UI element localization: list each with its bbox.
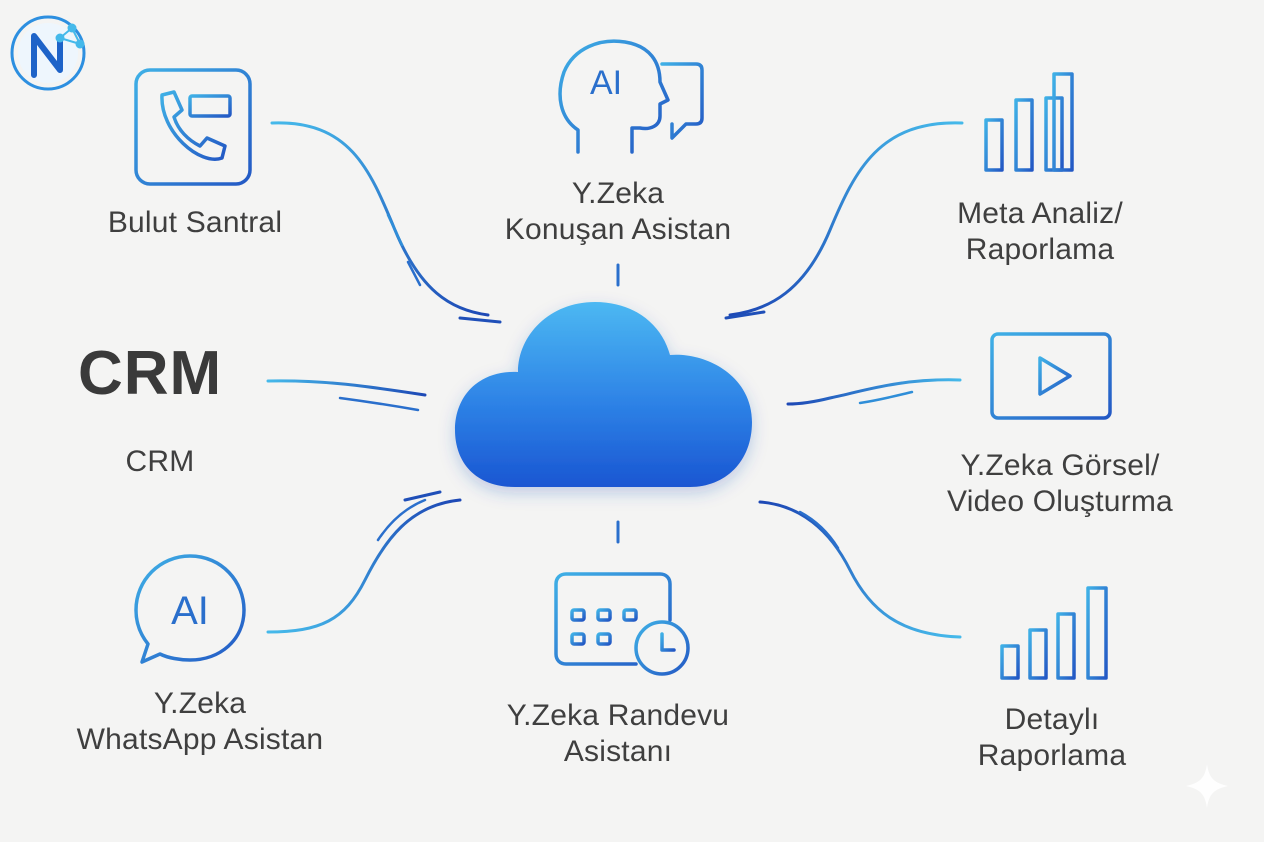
- label-line: Konuşan Asistan: [504, 213, 732, 246]
- whatsapp-asistan-icon-text: AI: [171, 589, 209, 633]
- label-line: Y.Zeka Randevu: [506, 699, 730, 732]
- connector-bulut-santral: [270, 121, 502, 324]
- label-line: Video Oluşturma: [947, 485, 1173, 518]
- connector-meta-analiz: [724, 121, 964, 320]
- label-line: Y.Zeka: [153, 687, 247, 720]
- connector-crm: [266, 379, 427, 412]
- label-line: Y.Zeka: [571, 177, 665, 210]
- label-line: CRM: [125, 445, 195, 478]
- crm-logo-text: CRM: [78, 339, 223, 408]
- connector-detayli-raporlama: [758, 500, 962, 639]
- connector-gorsel-video: [786, 378, 962, 406]
- ai-chat-bubble-icon: [134, 554, 246, 664]
- label-randevu-asistani: Y.Zeka Randevu Asistanı: [468, 698, 768, 770]
- label-detayli-raporlama: Detaylı Raporlama: [932, 702, 1172, 774]
- bar-chart-icon: [994, 586, 1114, 680]
- label-line: Meta Analiz/: [957, 197, 1123, 230]
- konusan-asistan-icon-text: AI: [590, 64, 622, 102]
- label-konusan-asistan: Y.Zeka Konuşan Asistan: [458, 176, 778, 248]
- label-bulut-santral: Bulut Santral: [70, 205, 320, 241]
- cloud-icon: [455, 302, 752, 487]
- label-gorsel-video: Y.Zeka Görsel/ Video Oluşturma: [900, 448, 1220, 520]
- label-line: Asistanı: [563, 735, 673, 768]
- label-line: Bulut Santral: [107, 206, 283, 239]
- label-line: Detaylı: [1004, 703, 1100, 736]
- label-line: Raporlama: [965, 233, 1115, 266]
- connector-whatsapp-asistan: [266, 490, 462, 634]
- sparkle-icon: [1186, 764, 1228, 808]
- ai-head-speech-icon: [558, 39, 704, 154]
- label-line: Y.Zeka Görsel/: [960, 449, 1160, 482]
- label-meta-analiz: Meta Analiz/ Raporlama: [900, 196, 1180, 268]
- video-play-icon: [990, 332, 1112, 420]
- label-crm: CRM: [90, 444, 230, 480]
- logo-icon: [10, 15, 86, 91]
- phone-desk-icon: [134, 68, 252, 186]
- bar-chart-icon: [978, 72, 1080, 172]
- label-line: WhatsApp Asistan: [76, 723, 324, 756]
- label-line: Raporlama: [977, 739, 1127, 772]
- calendar-clock-icon: [554, 564, 690, 676]
- label-whatsapp-asistan: Y.Zeka WhatsApp Asistan: [40, 686, 360, 758]
